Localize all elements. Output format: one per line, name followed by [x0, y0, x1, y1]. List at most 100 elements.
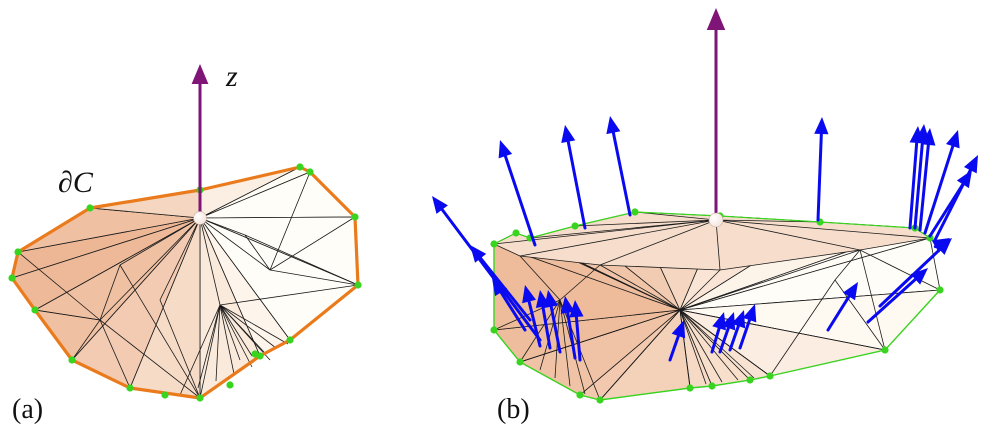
panel-b-edge: [599, 264, 681, 311]
normal-vector-0-shaft: [503, 154, 537, 247]
panel-a-edge: [219, 304, 289, 345]
panel-a-edge: [99, 217, 201, 321]
panel-a-edge: [99, 264, 121, 321]
panel-b-vertex: [881, 346, 889, 354]
panel-a-edge: [219, 304, 235, 375]
panel-b-label: (b): [497, 394, 530, 425]
normal-vector-15-shaft: [549, 305, 562, 354]
panel-b-edge: [574, 219, 717, 227]
boundary-label: ∂C: [58, 166, 94, 199]
normal-vector-20-shaft: [710, 326, 721, 354]
panel-b-z-axis-arrow-head: [706, 8, 726, 30]
normal-vector-14-head: [522, 285, 536, 304]
panel-a-edge: [159, 299, 201, 399]
normal-vector-4-shaft: [908, 141, 919, 230]
panel-b-edge: [519, 219, 717, 257]
normal-vector-16-head: [560, 296, 575, 314]
normal-vector-24-shaft: [826, 294, 851, 332]
panel-a-edge: [219, 304, 277, 349]
normal-vector-18-head: [535, 290, 550, 308]
normal-vector-13-head: [492, 278, 508, 297]
normal-vector-6-shaft: [918, 143, 930, 232]
normal-vector-23-head: [742, 304, 757, 323]
normal-vector-3-shaft: [816, 132, 823, 222]
panel-a-edge: [219, 284, 359, 306]
panel-b-edge: [679, 269, 721, 311]
panel-b-edge: [679, 309, 739, 381]
normal-vector-9-head: [963, 155, 978, 174]
panel-b-edge: [679, 309, 723, 383]
normal-vector-16-shaft: [566, 311, 577, 360]
panel-b-vertex: [490, 326, 498, 334]
panel-b-vertex: [512, 229, 520, 237]
panel-b-vertex: [686, 384, 694, 392]
normal-vector-17-shaft: [574, 315, 582, 362]
normal-vector-19-head: [671, 320, 686, 339]
panel-b-vertex: [631, 208, 639, 216]
normal-vector-5-shaft: [913, 139, 925, 230]
panel-a-edge: [199, 217, 221, 306]
panel-a-edge: [269, 216, 356, 271]
panel-a-edge: [219, 304, 253, 357]
panel-b-edge: [715, 219, 931, 239]
panel-b-edge: [715, 219, 821, 223]
boundary-vertex: [351, 213, 359, 221]
boundary-vertex: [8, 274, 16, 282]
boundary-vertex: [354, 281, 362, 289]
normal-vector-24-head: [842, 282, 858, 301]
panel-a-edge: [199, 217, 246, 236]
panel-b-edge: [834, 249, 861, 281]
panel-a-mesh: [8, 64, 362, 402]
panel-a-edge: [269, 171, 311, 271]
panel-b-vertex: [490, 240, 498, 248]
panel-a-edge: [179, 304, 221, 396]
panel-b-center-point: [708, 212, 724, 228]
normal-vector-3-head: [814, 117, 829, 135]
boundary-vertex: [68, 356, 76, 364]
panel-b-vertex: [576, 391, 584, 399]
panel-b-edge: [559, 299, 571, 387]
normal-vector-23-shaft: [738, 318, 752, 350]
normal-vector-1-head: [561, 125, 576, 144]
normal-vector-21-head: [721, 312, 736, 331]
panel-a-edge: [244, 234, 359, 286]
normal-vector-22-head: [731, 310, 746, 329]
panel-a-edge: [199, 304, 221, 399]
panel-a-edge: [244, 234, 271, 271]
z-axis-label: z: [225, 60, 238, 93]
boundary-vertex: [196, 394, 204, 402]
panel-b-edge: [599, 309, 681, 401]
normal-vector-26-shaft: [878, 248, 942, 308]
panel-a-edge: [34, 309, 101, 321]
normal-vector-22-shaft: [728, 324, 740, 352]
normal-vector-19-shaft: [668, 334, 680, 362]
boundary-vertex: [126, 384, 134, 392]
panel-b-edge: [834, 279, 886, 351]
boundary-vertex: [226, 381, 234, 389]
panel-b-edge: [519, 255, 561, 301]
panel-b-vertex: [936, 286, 944, 294]
normal-vector-25-shaft: [866, 277, 917, 324]
panel-a-edge: [199, 217, 271, 271]
panel-b-edge: [529, 219, 717, 239]
panel-b-edge: [859, 249, 941, 291]
panel-b-edge: [715, 219, 861, 251]
panel-b-edge: [519, 309, 681, 363]
center-point: [193, 211, 207, 225]
panel-b-vertex: [516, 358, 524, 366]
normal-vector-14-shaft: [527, 300, 542, 348]
panel-b-edge: [679, 309, 707, 385]
panel-b-edge: [539, 299, 561, 371]
normal-vector-1-shaft: [566, 140, 587, 230]
panel-a-edge: [17, 251, 101, 321]
panel-b-vertex: [708, 382, 716, 390]
boundary-vertex: [296, 163, 304, 171]
z-axis-arrow-head: [191, 64, 209, 84]
normal-vector-2-shaft: [611, 131, 632, 217]
panel-b-vertex: [746, 376, 754, 384]
panel-a-edge: [71, 319, 101, 361]
panel-a-edge: [215, 304, 221, 382]
panel-b-mesh: [432, 8, 978, 404]
panel-b-vertex: [766, 372, 774, 380]
boundary-vertex: [161, 391, 169, 399]
